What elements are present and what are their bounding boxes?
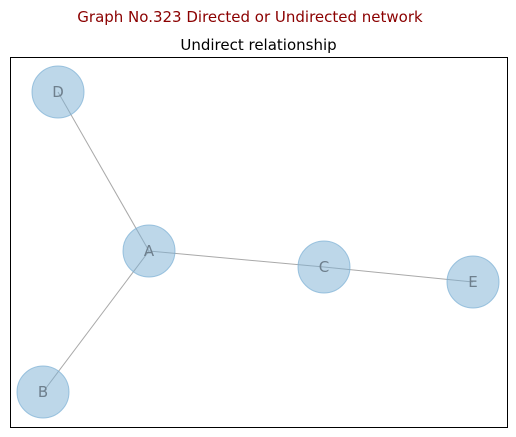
node-circle	[16, 365, 70, 419]
node-label: D	[52, 83, 64, 101]
node-circle	[297, 240, 351, 294]
edge-a-c	[148, 250, 325, 268]
node-a: A	[122, 224, 176, 278]
node-circle	[446, 255, 500, 309]
plot-frame	[10, 57, 508, 428]
plot-title: Undirect relationship	[180, 36, 337, 54]
node-c: C	[297, 240, 351, 294]
edge-a-d	[57, 91, 150, 252]
figure-suptitle: Graph No.323 Directed or Undirected netw…	[77, 8, 423, 26]
node-label: C	[319, 258, 329, 276]
node-label: E	[468, 273, 477, 291]
node-label: A	[144, 242, 155, 260]
edges-layer	[42, 91, 474, 393]
node-e: E	[446, 255, 500, 309]
node-b: B	[16, 365, 70, 419]
edge-a-b	[42, 250, 150, 393]
node-circle	[31, 65, 85, 119]
node-circle	[122, 224, 176, 278]
node-label: B	[38, 383, 48, 401]
nodes-layer: D A C E B	[16, 65, 500, 419]
node-d: D	[31, 65, 85, 119]
